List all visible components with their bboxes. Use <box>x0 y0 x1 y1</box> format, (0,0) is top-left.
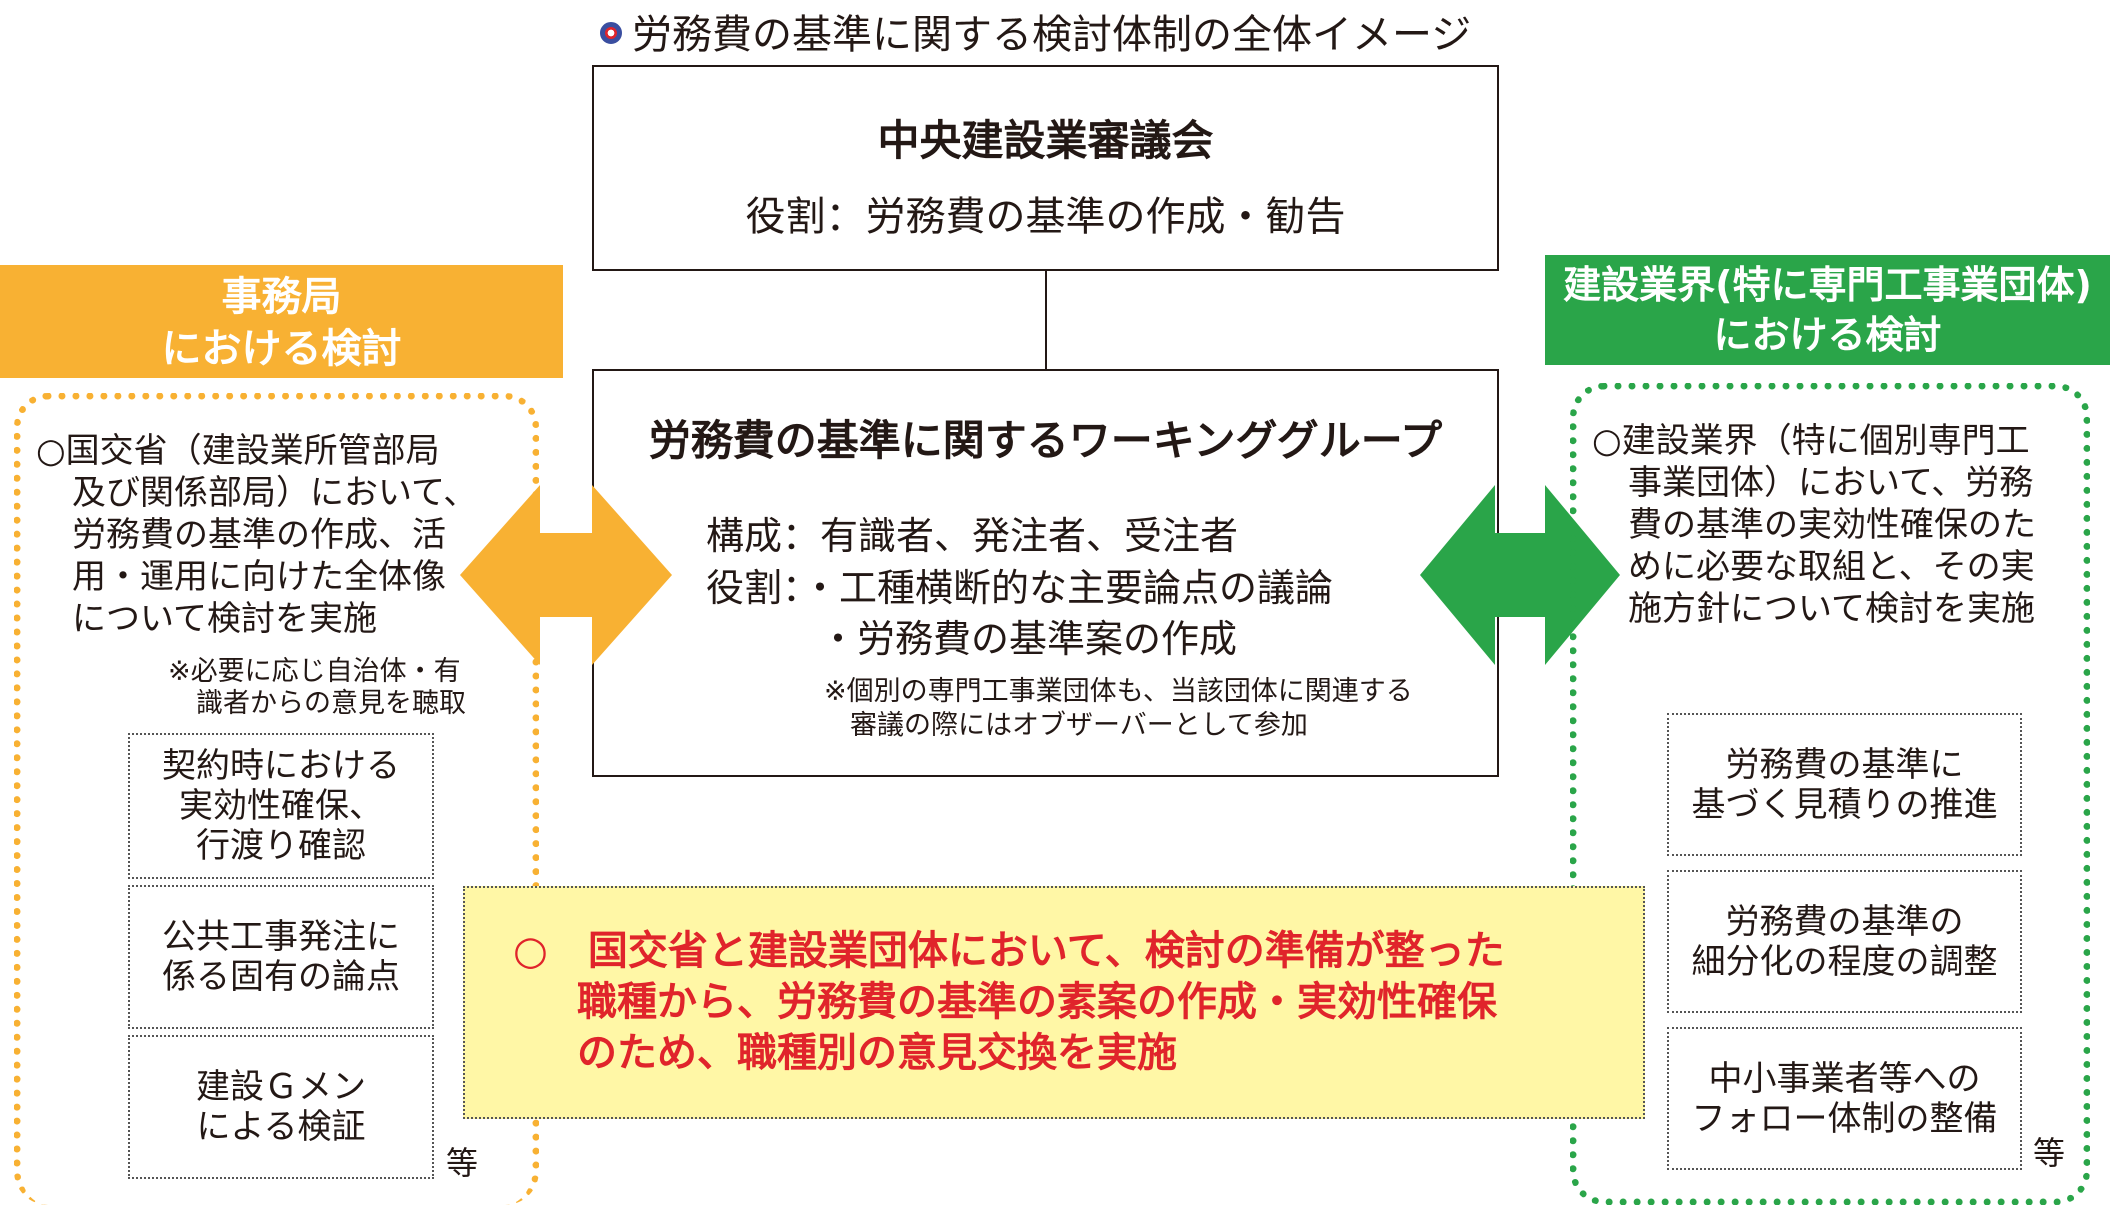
desc-line: めに必要な取組と、その実 <box>1628 547 2035 587</box>
desc-line: 事業団体）において、労務 <box>1628 463 2034 503</box>
note-line: 識者からの意見を聴取 <box>196 688 466 719</box>
industry-header-line2: における検討 <box>1713 313 1942 357</box>
wg-role-line2: ・労務費の基準案の作成 <box>819 617 1238 661</box>
secretariat-description: ○国交省（建設業所管部局 及び関係部局）において、 労務費の基準の作成、活 用・… <box>36 430 496 640</box>
right-item-estimate: 労務費の基準に 基づく見積りの推進 <box>1667 713 2022 856</box>
item-line: 係る固有の論点 <box>162 957 400 997</box>
connector-line <box>1045 271 1047 369</box>
orange-double-arrow <box>460 485 672 665</box>
item-line: 公共工事発注に <box>162 917 400 957</box>
industry-header-line1: 建設業界(特に専門工事業団体) <box>1563 263 2092 307</box>
wg-note-line2: 審議の際にはオブザーバーとして参加 <box>850 710 1308 741</box>
item-line: 基づく見積りの推進 <box>1691 784 1998 825</box>
desc-line: 用・運用に向けた全体像 <box>72 557 446 597</box>
central-council-box: 中央建設業審議会 役割：労務費の基準の作成・勧告 <box>592 65 1499 271</box>
item-line: 労務費の基準の <box>1725 901 1964 942</box>
central-council-role: 役割：労務費の基準の作成・勧告 <box>745 194 1346 240</box>
industry-header: 建設業界(特に専門工事業団体) における検討 <box>1545 255 2110 365</box>
left-item-g-men: 建設Ｇメン による検証 <box>128 1035 434 1179</box>
secretariat-dotted-frame <box>14 393 539 1205</box>
diagram-title-text: 労務費の基準に関する検討体制の全体イメージ <box>632 12 1472 58</box>
left-item-contract: 契約時における 実効性確保、 行渡り確認 <box>128 733 434 879</box>
exchange-text: ○ 国交省と建設業団体において、検討の準備が整った 職種から、労務費の基準の素案… <box>513 926 1633 1079</box>
wg-role-line1: 役割：・工種横断的な主要論点の議論 <box>706 566 1334 610</box>
item-line: 行渡り確認 <box>196 826 366 866</box>
secretariat-header-line1: 事務局 <box>221 274 342 320</box>
right-etc: 等 <box>2033 1134 2066 1172</box>
diagram-title: 労務費の基準に関する検討体制の全体イメージ <box>600 2 1471 60</box>
desc-line: 費の基準の実効性確保のた <box>1628 505 2036 545</box>
exchange-line: ○ 国交省と建設業団体において、検討の準備が整った <box>513 928 1505 974</box>
exchange-line: のため、職種別の意見交換を実施 <box>577 1030 1177 1076</box>
exchange-line: 職種から、労務費の基準の素案の作成・実効性確保 <box>577 979 1497 1025</box>
desc-line: ○国交省（建設業所管部局 <box>36 431 440 471</box>
right-item-subdivision: 労務費の基準の 細分化の程度の調整 <box>1667 870 2022 1013</box>
industry-description: ○建設業界（特に個別専門工 事業団体）において、労務 費の基準の実効性確保のた … <box>1592 420 2072 630</box>
central-council-name: 中央建設業審議会 <box>877 116 1214 165</box>
note-line: ※必要に応じ自治体・有 <box>168 656 461 687</box>
industry-dotted-frame <box>1570 383 2090 1205</box>
wg-composition: 構成：有識者、発注者、受注者 <box>706 514 1239 558</box>
desc-line: 施方針について検討を実施 <box>1628 589 2035 629</box>
item-line: 細分化の程度の調整 <box>1691 941 1998 982</box>
item-line: 中小事業者等への <box>1708 1058 1981 1099</box>
left-etc: 等 <box>446 1144 479 1182</box>
item-line: 建設Ｇメン <box>196 1067 366 1107</box>
right-item-followup: 中小事業者等への フォロー体制の整備 <box>1667 1027 2022 1170</box>
secretariat-note: ※必要に応じ自治体・有 識者からの意見を聴取 <box>168 656 508 720</box>
item-line: 労務費の基準に <box>1725 744 1964 785</box>
left-item-public-works: 公共工事発注に 係る固有の論点 <box>128 885 434 1029</box>
working-group-name: 労務費の基準に関するワーキンググループ <box>648 416 1443 465</box>
secretariat-header-line2: における検討 <box>161 326 402 372</box>
wg-note-line1: ※個別の専門工事業団体も、当該団体に関連する <box>824 676 1413 707</box>
item-line: 契約時における <box>162 746 400 786</box>
desc-line: 労務費の基準の作成、活 <box>72 515 446 555</box>
desc-line: について検討を実施 <box>72 599 377 639</box>
working-group-box: 労務費の基準に関するワーキンググループ 構成：有識者、発注者、受注者 役割：・工… <box>592 369 1499 777</box>
secretariat-header: 事務局 における検討 <box>0 265 563 378</box>
item-line: 実効性確保、 <box>179 786 383 826</box>
exchange-of-views-box: ○ 国交省と建設業団体において、検討の準備が整った 職種から、労務費の基準の素案… <box>463 886 1645 1119</box>
desc-line: ○建設業界（特に個別専門工 <box>1592 421 2030 461</box>
circle-bullet-icon <box>600 22 622 44</box>
item-line: による検証 <box>196 1107 366 1147</box>
item-line: フォロー体制の整備 <box>1691 1098 1998 1139</box>
desc-line: 及び関係部局）において、 <box>72 473 478 513</box>
